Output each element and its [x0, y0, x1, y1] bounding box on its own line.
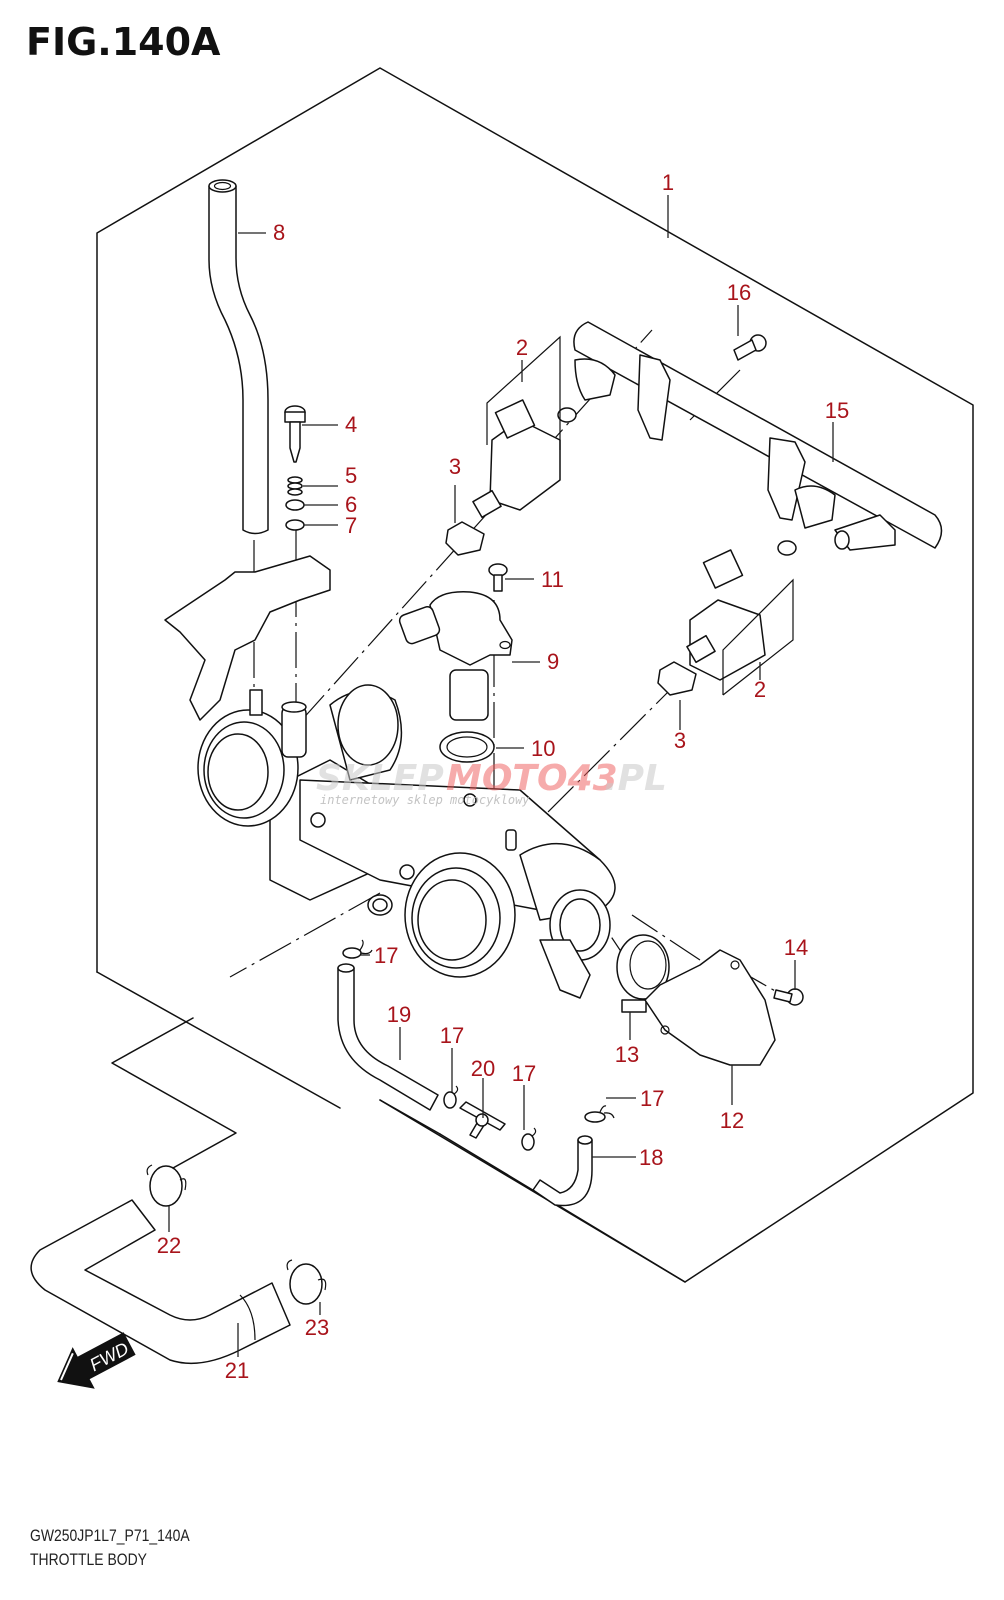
callout-16[interactable]: 16 — [727, 280, 751, 305]
callout-1[interactable]: 1 — [662, 170, 674, 195]
part-3-insulator-upper — [445, 521, 485, 556]
callout-3-upper[interactable]: 3 — [449, 454, 461, 479]
part-22-clamp — [146, 1164, 187, 1207]
part-16-bolt — [733, 334, 767, 361]
watermark-brand-suffix: .PL — [604, 758, 667, 799]
callout-17-b[interactable]: 17 — [440, 1023, 464, 1048]
callout-4[interactable]: 4 — [345, 412, 357, 437]
callout-19[interactable]: 19 — [387, 1002, 411, 1027]
part-8-vacuum-hose — [208, 179, 269, 535]
callout-9[interactable]: 9 — [547, 649, 559, 674]
part-6-washer — [285, 499, 305, 511]
watermark: SKLEP MOTO43 .PL internetowy sklep motoc… — [316, 758, 667, 807]
part-17-clamp-d — [584, 1105, 615, 1123]
part-18-hose — [532, 1135, 593, 1207]
callout-22[interactable]: 22 — [157, 1233, 181, 1258]
part-11-screw — [488, 563, 508, 592]
model-code: GW250JP1L7_P71_140A — [30, 1526, 190, 1545]
callout-labels: 1 2 2 3 3 4 5 6 7 8 9 10 11 12 13 14 15 … — [157, 170, 849, 1383]
callout-20[interactable]: 20 — [471, 1056, 495, 1081]
part-10-o-ring-inner — [446, 736, 488, 758]
part-3-insulator-lower — [657, 661, 697, 696]
callout-17-c[interactable]: 17 — [512, 1061, 536, 1086]
part-2-fuel-injector-lower — [686, 540, 797, 681]
watermark-tagline: internetowy sklep motocyklowy — [320, 793, 530, 807]
throttle-body-assembly — [197, 684, 616, 999]
section-name: THROTTLE BODY — [30, 1550, 147, 1569]
callout-2-upper[interactable]: 2 — [516, 335, 528, 360]
part-5-spring — [287, 476, 303, 496]
callout-13[interactable]: 13 — [615, 1042, 639, 1067]
callout-12[interactable]: 12 — [720, 1108, 744, 1133]
part-2-fuel-injector-upper — [472, 399, 577, 519]
callout-11[interactable]: 11 — [541, 567, 564, 592]
figure-footer: GW250JP1L7_P71_140A THROTTLE BODY — [30, 1524, 225, 1572]
part-4-pilot-screw — [284, 405, 306, 463]
part-15-fuel-delivery-pipe — [573, 321, 943, 551]
callout-23[interactable]: 23 — [305, 1315, 329, 1340]
callout-leader-lines — [168, 195, 834, 1357]
callout-21[interactable]: 21 — [225, 1358, 249, 1383]
callout-14[interactable]: 14 — [784, 935, 808, 960]
callout-6[interactable]: 6 — [345, 492, 357, 517]
callout-10[interactable]: 10 — [531, 736, 555, 761]
hose-subassembly-box — [111, 1017, 237, 1179]
callout-17-d[interactable]: 17 — [640, 1086, 664, 1111]
part-7-o-ring — [285, 519, 305, 531]
watermark-brand-red: MOTO43 — [446, 758, 618, 799]
injector-bracket-lines — [486, 335, 794, 696]
watermark-brand-gray: SKLEP — [316, 758, 444, 799]
callout-8[interactable]: 8 — [273, 220, 285, 245]
callout-18[interactable]: 18 — [639, 1145, 663, 1170]
part-19-hose — [337, 963, 439, 1111]
figure-title: FIG.140A — [26, 20, 221, 64]
throttle-cable-bracket — [164, 555, 331, 721]
part-12-cover — [644, 949, 776, 1066]
callout-3-lower[interactable]: 3 — [674, 728, 686, 753]
part-13-coupler-seal — [616, 934, 670, 1013]
assembly-boundary-box — [96, 67, 974, 1283]
callout-2-lower[interactable]: 2 — [754, 677, 766, 702]
callout-7[interactable]: 7 — [345, 513, 357, 538]
callout-17-a[interactable]: 17 — [374, 943, 398, 968]
part-14-screw — [773, 988, 804, 1006]
part-9-throttle-position-sensor — [398, 591, 513, 721]
part-23-clamp — [286, 1259, 327, 1305]
part-17-clamp-a — [342, 939, 373, 959]
part-17-clamp-c — [521, 1127, 537, 1151]
callout-15[interactable]: 15 — [825, 398, 849, 423]
callout-5[interactable]: 5 — [345, 463, 357, 488]
part-21-large-hose — [30, 1199, 291, 1365]
part-17-clamp-b — [443, 1085, 459, 1109]
